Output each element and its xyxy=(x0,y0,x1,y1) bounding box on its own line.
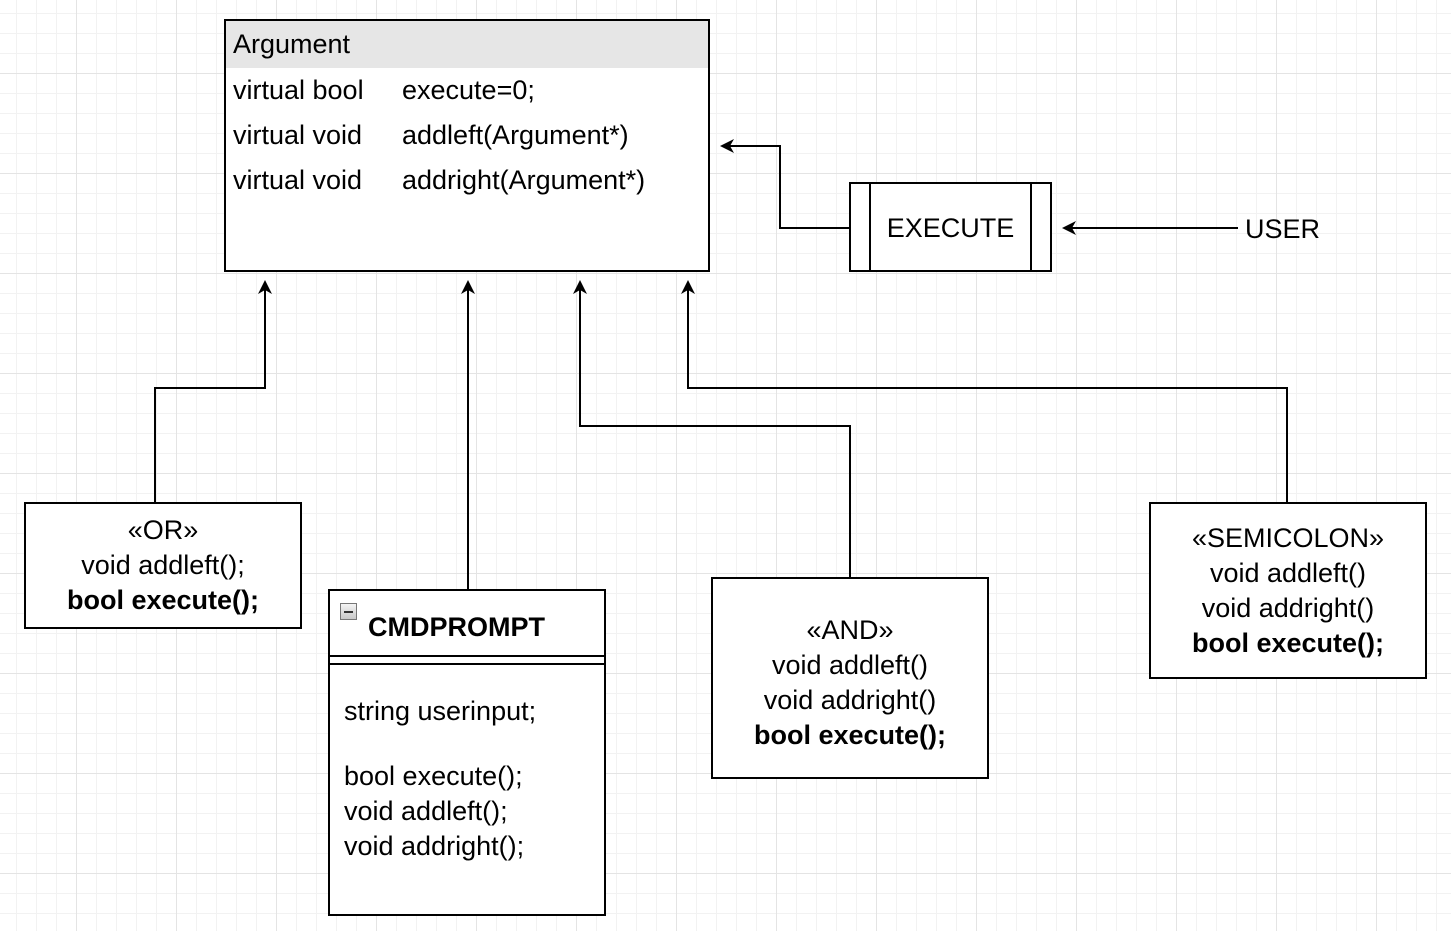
cmdprompt-method: void addleft(); xyxy=(344,796,508,826)
and-method: void addright() xyxy=(763,685,937,715)
process-side-bar xyxy=(869,184,871,270)
cmdprompt-members: string userinput; bool execute(); void a… xyxy=(330,665,604,864)
semicolon-class-box[interactable]: «SEMICOLON» void addleft() void addright… xyxy=(1149,502,1427,679)
connector-and-to-argument xyxy=(573,280,851,577)
and-execute-method: bool execute(); xyxy=(753,720,947,750)
or-class-box[interactable]: «OR» void addleft(); bool execute(); xyxy=(24,502,302,629)
member-name: addleft(Argument*) xyxy=(402,120,629,150)
execute-process-box[interactable]: EXECUTE xyxy=(849,182,1052,272)
member-name: execute=0; xyxy=(402,75,535,105)
member-gap xyxy=(344,729,604,759)
semicolon-stereotype: «SEMICOLON» xyxy=(1191,522,1385,553)
cmdprompt-attribute: string userinput; xyxy=(344,696,537,726)
semicolon-method: void addright() xyxy=(1201,592,1375,623)
member-type: virtual void xyxy=(233,120,363,150)
semicolon-method: void addleft() xyxy=(1209,557,1367,588)
argument-class-title: Argument xyxy=(226,21,708,68)
or-method: void addleft(); xyxy=(81,550,245,580)
cmdprompt-separator xyxy=(330,657,604,665)
connector-or-to-argument xyxy=(154,280,272,502)
argument-member-row: virtual bool execute=0; xyxy=(226,68,708,113)
member-type: virtual bool xyxy=(233,75,364,105)
and-class-box[interactable]: «AND» void addleft() void addright() boo… xyxy=(711,577,989,779)
or-execute-method: bool execute(); xyxy=(66,585,260,615)
argument-member-row: virtual void addleft(Argument*) xyxy=(226,113,708,158)
cmdprompt-method: void addright(); xyxy=(344,831,525,861)
user-actor-label[interactable]: USER xyxy=(1245,214,1321,244)
execute-label: EXECUTE xyxy=(886,213,1015,243)
and-stereotype: «AND» xyxy=(806,615,894,645)
and-method: void addleft() xyxy=(771,650,929,680)
cmdprompt-title: CMDPROMPT xyxy=(368,612,545,642)
connector-semicolon-to-argument xyxy=(681,280,1288,502)
semicolon-execute-method: bool execute(); xyxy=(1191,627,1385,658)
collapse-minus-icon[interactable] xyxy=(340,603,357,620)
cmdprompt-class-box[interactable]: CMDPROMPT string userinput; bool execute… xyxy=(328,589,606,916)
argument-class-box[interactable]: Argument virtual bool execute=0; virtual… xyxy=(224,19,710,272)
argument-member-row: virtual void addright(Argument*) xyxy=(226,158,708,203)
connector-execute-to-argument xyxy=(720,139,849,229)
member-type: virtual void xyxy=(233,165,363,195)
or-stereotype: «OR» xyxy=(127,515,199,545)
cmdprompt-header: CMDPROMPT xyxy=(330,591,604,657)
cmdprompt-method: bool execute(); xyxy=(344,761,523,791)
process-side-bar xyxy=(1030,184,1032,270)
member-name: addright(Argument*) xyxy=(402,165,646,195)
